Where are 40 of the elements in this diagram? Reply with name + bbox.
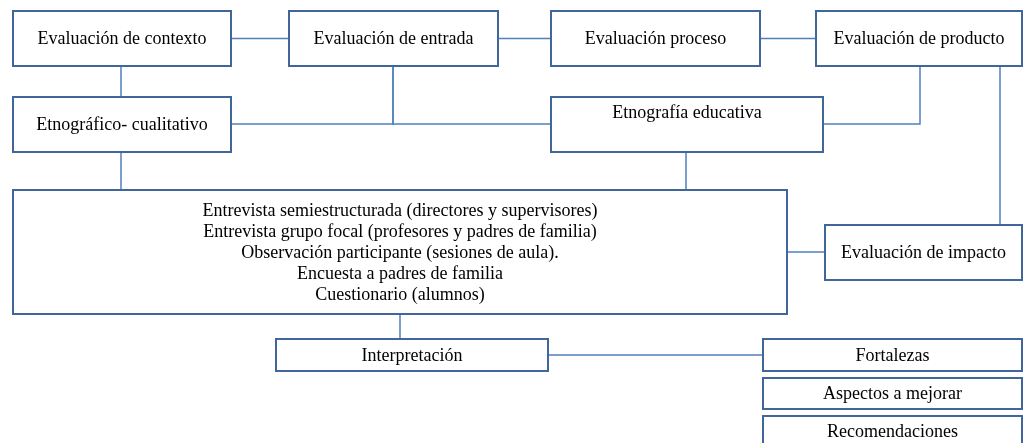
box-text: Observación participante (sesiones de aula).	[241, 241, 559, 263]
process-box	[550, 10, 761, 67]
connector-line	[231, 37, 289, 40]
box-text: Aspectos a mejorar	[823, 383, 962, 404]
box-text: Evaluación de impacto	[841, 242, 1006, 263]
process-box	[275, 338, 549, 372]
process-box	[762, 338, 1023, 372]
box-text: Encuesta a padres de familia	[297, 262, 503, 284]
box-text: Evaluación de contexto	[37, 28, 207, 49]
box-text: Fortalezas	[855, 344, 930, 366]
connector-line	[392, 66, 551, 125]
process-box	[815, 10, 1023, 67]
box-text: Evaluación de producto	[833, 28, 1005, 49]
process-box	[288, 10, 499, 67]
box-text: Recomendaciones	[827, 420, 958, 442]
connector-line	[498, 37, 551, 40]
connector-line	[399, 314, 401, 339]
connector-line	[120, 152, 122, 190]
connector-line	[760, 37, 816, 40]
process-box	[550, 96, 824, 153]
process-box	[762, 377, 1023, 410]
box-text: Etnografía educativa	[612, 102, 762, 123]
connector-line	[685, 152, 687, 190]
box-text: Etnográfico- cualitativo	[36, 114, 208, 135]
connector-line	[548, 354, 763, 356]
process-box	[824, 224, 1023, 281]
box-text: Entrevista grupo focal (profesores y padres de familia)	[203, 220, 597, 242]
process-box	[12, 189, 788, 315]
process-box	[12, 10, 232, 67]
connector-line	[787, 251, 825, 253]
connector-line	[823, 66, 921, 125]
process-box	[762, 415, 1023, 443]
box-text: Interpretación	[361, 344, 463, 366]
process-box	[12, 96, 232, 153]
box-text: Entrevista semiestructurada (directores y supervisores)	[202, 199, 598, 221]
connector-line	[120, 66, 122, 97]
connector-line	[999, 66, 1001, 225]
box-text: Cuestionario (alumnos)	[315, 283, 485, 305]
box-text: Evaluación de entrada	[313, 28, 474, 49]
box-text: Evaluación proceso	[584, 28, 727, 49]
